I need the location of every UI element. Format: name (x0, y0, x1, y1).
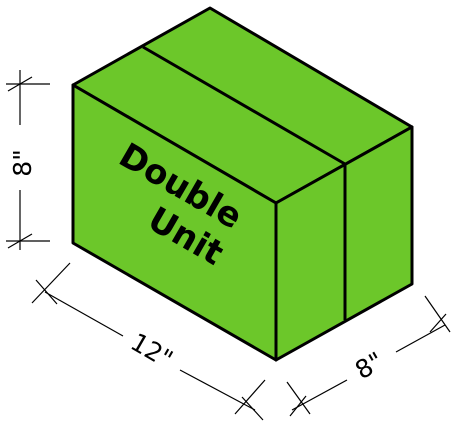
width-extension-left (286, 381, 311, 415)
length-tick-right (241, 396, 264, 421)
length-tick-left (35, 279, 58, 305)
length-dimension-label: 12" (126, 327, 178, 374)
length-dimension-line-right (179, 369, 256, 411)
length-extension-right (234, 379, 266, 415)
length-dimension (31, 262, 266, 421)
length-extension-left (31, 262, 71, 304)
width-tick-left (289, 395, 307, 417)
width-dimension-line-right (395, 324, 446, 353)
height-dimension (6, 70, 50, 250)
unit-seam-line (142, 45, 347, 320)
width-extension-right (424, 295, 451, 333)
length-dimension-line-left (44, 291, 124, 337)
height-tick-bottom (7, 233, 33, 249)
width-dimension (286, 295, 451, 417)
width-tick-right (429, 313, 447, 333)
height-tick-top (7, 76, 33, 92)
height-dimension-label: 8" (8, 149, 37, 176)
width-dimension-label: 8" (350, 346, 388, 385)
width-dimension-line-left (291, 379, 348, 411)
